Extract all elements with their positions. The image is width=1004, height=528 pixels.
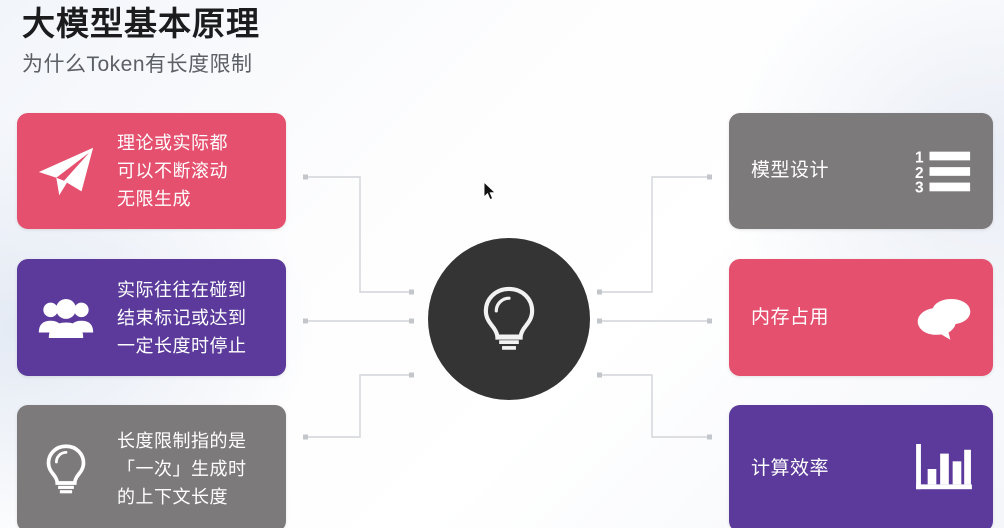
connector-endpoint (597, 289, 602, 295)
connector-endpoint (303, 174, 308, 180)
connector-endpoint (707, 174, 712, 180)
page-subtitle: 为什么Token有长度限制 (22, 53, 253, 76)
people-group-icon (29, 281, 103, 355)
bar-chart-icon (915, 443, 973, 495)
connector-endpoint (303, 318, 308, 324)
lightbulb-icon (483, 286, 535, 350)
connector-endpoint (597, 372, 602, 378)
card-left-1-text: 理论或实际都 可以不断滚动 无限生成 (117, 133, 228, 209)
list-number-1: 1 (915, 149, 924, 166)
card-left-unlimited-generation[interactable]: 理论或实际都 可以不断滚动 无限生成 (17, 113, 286, 229)
connector-endpoint (597, 318, 602, 324)
card-left-stop-condition[interactable]: 实际往往在碰到 结束标记或达到 一定长度时停止 (17, 259, 286, 376)
center-hub[interactable] (428, 238, 590, 400)
connector-endpoint (409, 289, 414, 295)
card-right-model-design[interactable]: 模型设计 1 2 3 (729, 113, 993, 229)
card-left-3-text: 长度限制指的是 「一次」生成时 的上下文长度 (117, 430, 247, 507)
card-right-compute-efficiency[interactable]: 计算效率 (729, 405, 993, 528)
page-title: 大模型基本原理 (22, 5, 260, 42)
connector-endpoint (303, 434, 308, 440)
connector-endpoint (707, 318, 712, 324)
list-number-2: 2 (915, 165, 924, 182)
mouse-pointer-icon (483, 181, 497, 201)
speech-bubbles-icon (915, 292, 973, 344)
card-left-context-length[interactable]: 长度限制指的是 「一次」生成时 的上下文长度 (17, 405, 286, 528)
lightbulb-icon (29, 432, 103, 506)
paper-plane-icon (29, 134, 103, 208)
card-left-2-text: 实际往往在碰到 结束标记或达到 一定长度时停止 (117, 279, 247, 356)
connector-endpoint (409, 318, 414, 324)
card-right-memory-usage[interactable]: 内存占用 (729, 259, 993, 376)
card-right-2-text: 内存占用 (751, 306, 830, 328)
card-right-3-text: 计算效率 (751, 457, 830, 479)
header: 大模型基本原理 为什么Token有长度限制 (22, 2, 622, 80)
list-number-3: 3 (915, 179, 924, 194)
card-right-1-text: 模型设计 (751, 160, 830, 181)
connector-endpoint (707, 434, 712, 440)
connector-endpoint (409, 372, 414, 378)
numbered-list-icon: 1 2 3 (915, 145, 973, 197)
